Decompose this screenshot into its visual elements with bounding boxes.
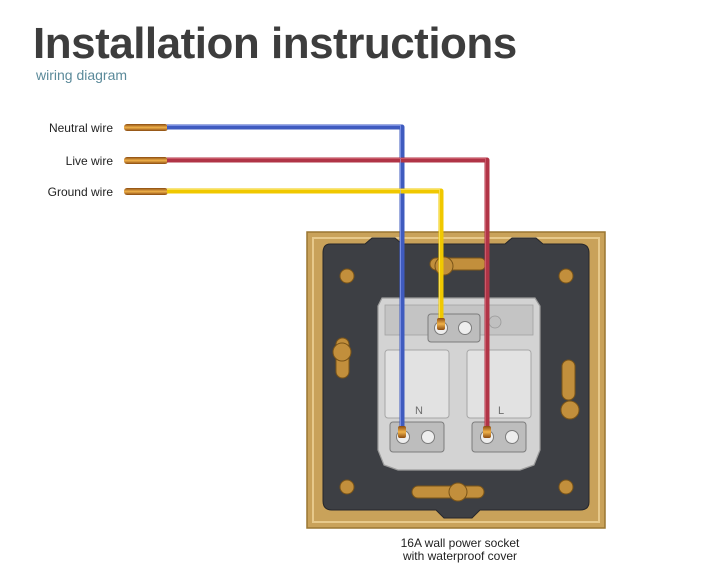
- socket-caption-line1: 16A wall power socket: [400, 536, 520, 550]
- terminal-n-label: N: [415, 405, 423, 417]
- ground-wire-label: Ground wire: [47, 185, 113, 199]
- socket-caption: 16A wall power socket with waterproof co…: [360, 537, 560, 563]
- wall-socket: N L: [306, 231, 606, 529]
- mounting-holes: [332, 256, 580, 502]
- live-wire: [167, 157, 490, 430]
- ground-wire: [167, 188, 444, 322]
- ground-terminal: [427, 313, 481, 343]
- wire-ends: [124, 124, 168, 195]
- neutral-wire: [167, 124, 405, 430]
- live-terminal: [471, 421, 527, 453]
- neutral-wire-label: Neutral wire: [48, 121, 113, 135]
- socket-caption-line2: with waterproof cover: [402, 549, 518, 563]
- page-title: Installation instructions: [33, 19, 517, 68]
- live-wire-label: Live wire: [65, 154, 113, 168]
- terminal-l-label: L: [498, 405, 504, 417]
- page-subtitle: wiring diagram: [36, 67, 128, 83]
- neutral-terminal: [389, 421, 445, 453]
